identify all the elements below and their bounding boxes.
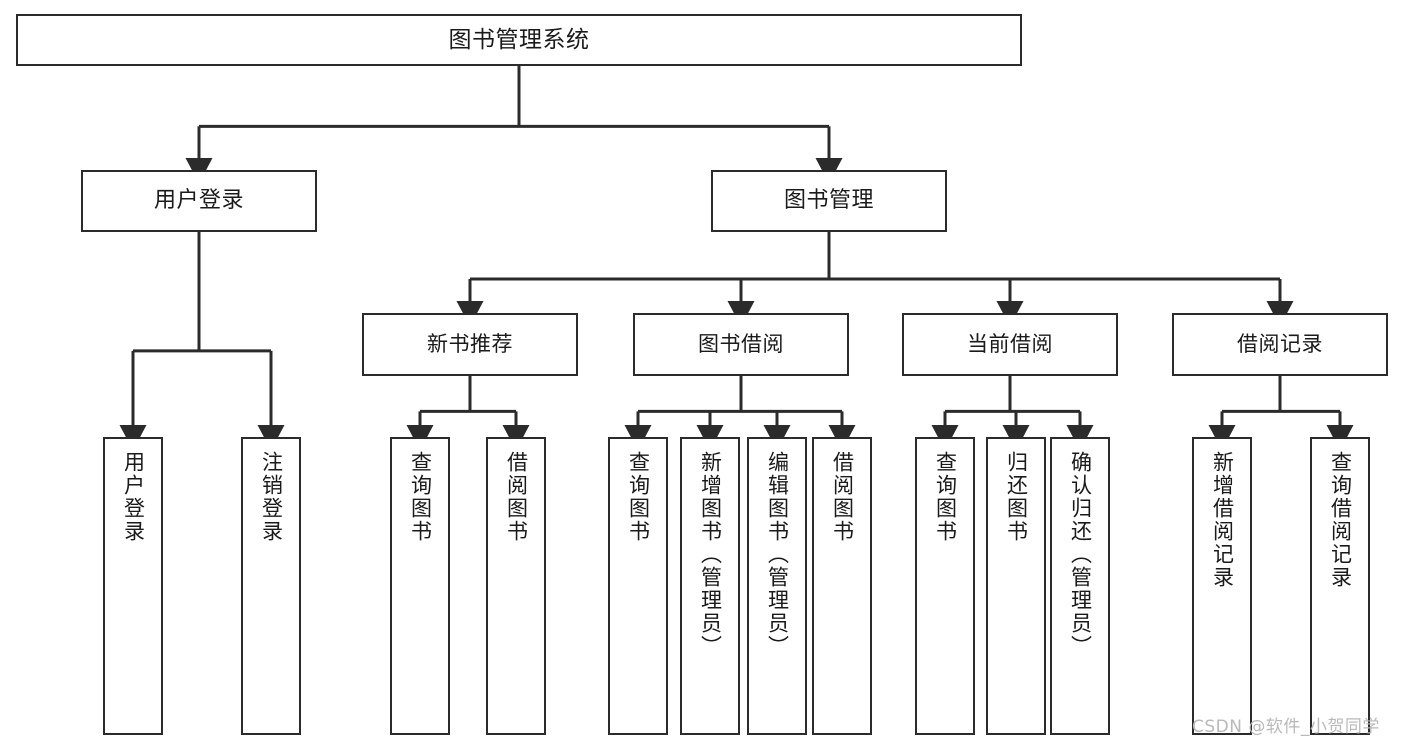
node-label: 借阅记录: [1237, 332, 1323, 357]
node-label: 编辑图书（管理员）: [765, 451, 790, 658]
node-leaf-br-add[interactable]: 新增借阅记录: [1192, 437, 1252, 735]
node-label: 新增借阅记录: [1210, 451, 1235, 589]
node-label: 注销登录: [259, 451, 284, 543]
node-book-manage[interactable]: 图书管理: [711, 170, 947, 232]
node-leaf-bb-borrow[interactable]: 借阅图书: [812, 437, 872, 735]
node-borrow-record[interactable]: 借阅记录: [1172, 313, 1388, 376]
node-label: 用户登录: [121, 451, 146, 543]
node-label: 确认归还（管理员）: [1068, 451, 1093, 658]
node-label: 当前借阅: [967, 332, 1053, 357]
node-leaf-rec-borrow[interactable]: 借阅图书: [486, 437, 546, 735]
node-label: 借阅图书: [504, 451, 529, 543]
node-leaf-bb-query[interactable]: 查询图书: [608, 437, 668, 735]
node-leaf-cb-return[interactable]: 归还图书: [986, 437, 1046, 735]
node-leaf-bb-add[interactable]: 新增图书（管理员）: [680, 437, 740, 735]
node-leaf-bb-edit[interactable]: 编辑图书（管理员）: [747, 437, 807, 735]
node-label: 归还图书: [1004, 451, 1029, 543]
node-label: 查询借阅记录: [1328, 451, 1353, 589]
node-label: 图书管理系统: [448, 26, 590, 53]
node-label: 图书管理: [783, 188, 874, 214]
node-book-borrow[interactable]: 图书借阅: [633, 313, 849, 376]
node-label: 用户登录: [153, 188, 244, 214]
node-leaf-rec-query[interactable]: 查询图书: [390, 437, 450, 735]
node-label: 新增图书（管理员）: [698, 451, 723, 658]
node-leaf-cb-confirm[interactable]: 确认归还（管理员）: [1050, 437, 1110, 735]
node-leaf-br-query[interactable]: 查询借阅记录: [1310, 437, 1370, 735]
node-label: 查询图书: [626, 451, 651, 543]
node-label: 查询图书: [408, 451, 433, 543]
node-label: 借阅图书: [830, 451, 855, 543]
node-leaf-user-login[interactable]: 用户登录: [103, 437, 163, 735]
node-new-book-rec[interactable]: 新书推荐: [362, 313, 578, 376]
node-leaf-user-logout[interactable]: 注销登录: [241, 437, 301, 735]
watermark-text: CSDN @软件_小贺同学: [1192, 717, 1380, 737]
node-label: 图书借阅: [698, 332, 784, 357]
node-leaf-cb-query[interactable]: 查询图书: [915, 437, 975, 735]
node-root[interactable]: 图书管理系统: [16, 14, 1022, 66]
node-label: 查询图书: [933, 451, 958, 543]
node-label: 新书推荐: [427, 332, 513, 357]
node-user-login[interactable]: 用户登录: [81, 170, 317, 232]
node-current-borrow[interactable]: 当前借阅: [902, 313, 1118, 376]
